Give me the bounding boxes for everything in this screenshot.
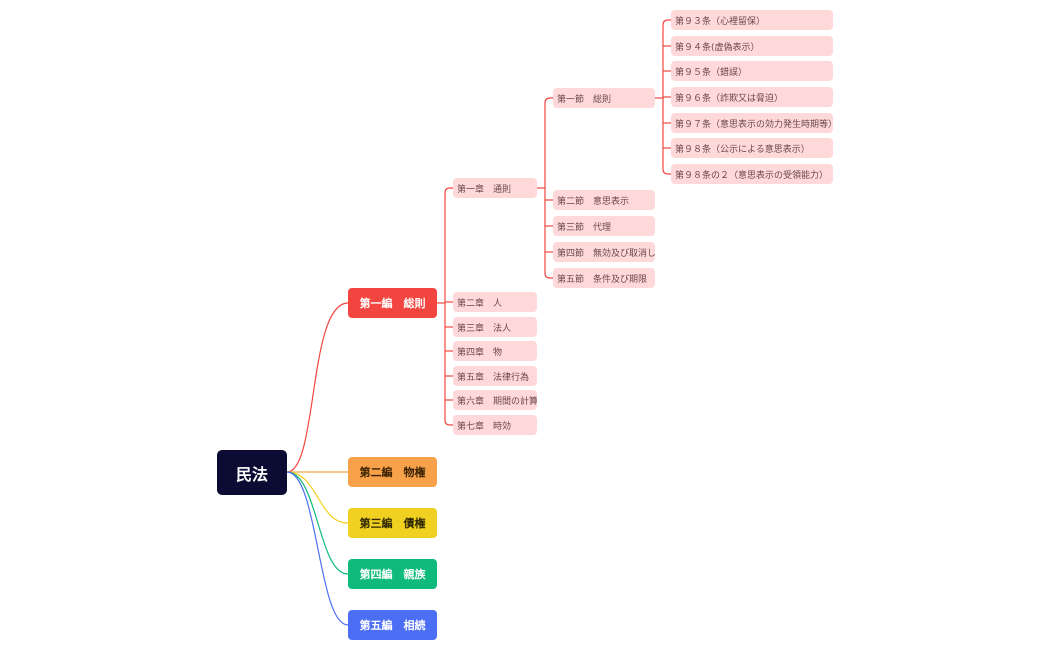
link-root-part5 (286, 471, 349, 626)
link-root-part3 (286, 471, 349, 524)
article-node[interactable]: 第９５条（錯誤） (671, 61, 833, 81)
chapter-node[interactable]: 第二章 人 (453, 292, 537, 312)
part-label: 第五編 相続 (359, 619, 426, 632)
chapter-label: 第二章 人 (457, 298, 503, 309)
chapter-node[interactable]: 第四章 物 (453, 341, 537, 361)
article-node[interactable]: 第９８条の２（意思表示の受領能力） (671, 164, 833, 184)
article-node[interactable]: 第９８条（公示による意思表示） (671, 138, 833, 158)
part-node-4[interactable]: 第四編 親族 (348, 559, 437, 589)
link-root-part4 (286, 471, 349, 575)
article-label: 第９８条の２（意思表示の受領能力） (675, 170, 829, 181)
section-node[interactable]: 第五節 条件及び期限 (553, 268, 655, 288)
part-label: 第二編 物権 (359, 466, 426, 479)
root-label: 民法 (235, 464, 268, 484)
link-root-part1 (286, 302, 349, 473)
section-label: 第二節 意思表示 (557, 196, 630, 207)
chapter-node[interactable]: 第三章 法人 (453, 317, 537, 337)
chapter-label: 第五章 法律行為 (457, 372, 530, 383)
article-node[interactable]: 第９７条（意思表示の効力発生時期等） (671, 113, 833, 133)
part-node-5[interactable]: 第五編 相続 (348, 610, 437, 640)
chapter-label: 第三章 法人 (457, 323, 512, 334)
section-node[interactable]: 第四節 無効及び取消し (553, 242, 655, 262)
part-node-2[interactable]: 第二編 物権 (348, 457, 437, 487)
article-label: 第９４条(虚偽表示） (675, 42, 760, 53)
chapter-label: 第六章 期間の計算 (457, 396, 537, 407)
part-label: 第一編 総則 (359, 297, 426, 310)
section-label: 第一節 総則 (557, 94, 612, 105)
chapter-label: 第七章 時効 (457, 421, 512, 432)
article-node[interactable]: 第９６条（詐欺又は脅迫） (671, 87, 833, 107)
root-node[interactable]: 民法 (217, 450, 287, 495)
article-label: 第９７条（意思表示の効力発生時期等） (675, 119, 833, 130)
part-label: 第四編 親族 (359, 568, 426, 581)
chapter-node[interactable]: 第七章 時効 (453, 415, 537, 435)
article-label: 第９５条（錯誤） (675, 67, 748, 78)
section-label: 第五節 条件及び期限 (557, 274, 648, 285)
chapter-node[interactable]: 第六章 期間の計算 (453, 390, 537, 410)
article-label: 第９６条（詐欺又は脅迫） (675, 93, 784, 104)
section-node[interactable]: 第二節 意思表示 (553, 190, 655, 210)
section-label: 第三節 代理 (557, 222, 612, 233)
part-node-3[interactable]: 第三編 債権 (348, 508, 437, 538)
chapter-node[interactable]: 第一章 通則 (453, 178, 537, 198)
article-label: 第９８条（公示による意思表示） (675, 144, 810, 155)
section-node[interactable]: 第三節 代理 (553, 216, 655, 236)
chapter-label: 第一章 通則 (457, 184, 512, 195)
article-node[interactable]: 第９３条（心裡留保） (671, 10, 833, 30)
article-node[interactable]: 第９４条(虚偽表示） (671, 36, 833, 56)
chapter-label: 第四章 物 (457, 347, 503, 358)
chapter-node[interactable]: 第五章 法律行為 (453, 366, 537, 386)
section-label: 第四節 無効及び取消し (557, 248, 655, 259)
article-label: 第９３条（心裡留保） (675, 16, 766, 27)
part-node-1[interactable]: 第一編 総則 (348, 288, 437, 318)
part-label: 第三編 債権 (359, 517, 426, 530)
section-node[interactable]: 第一節 総則 (553, 88, 655, 108)
